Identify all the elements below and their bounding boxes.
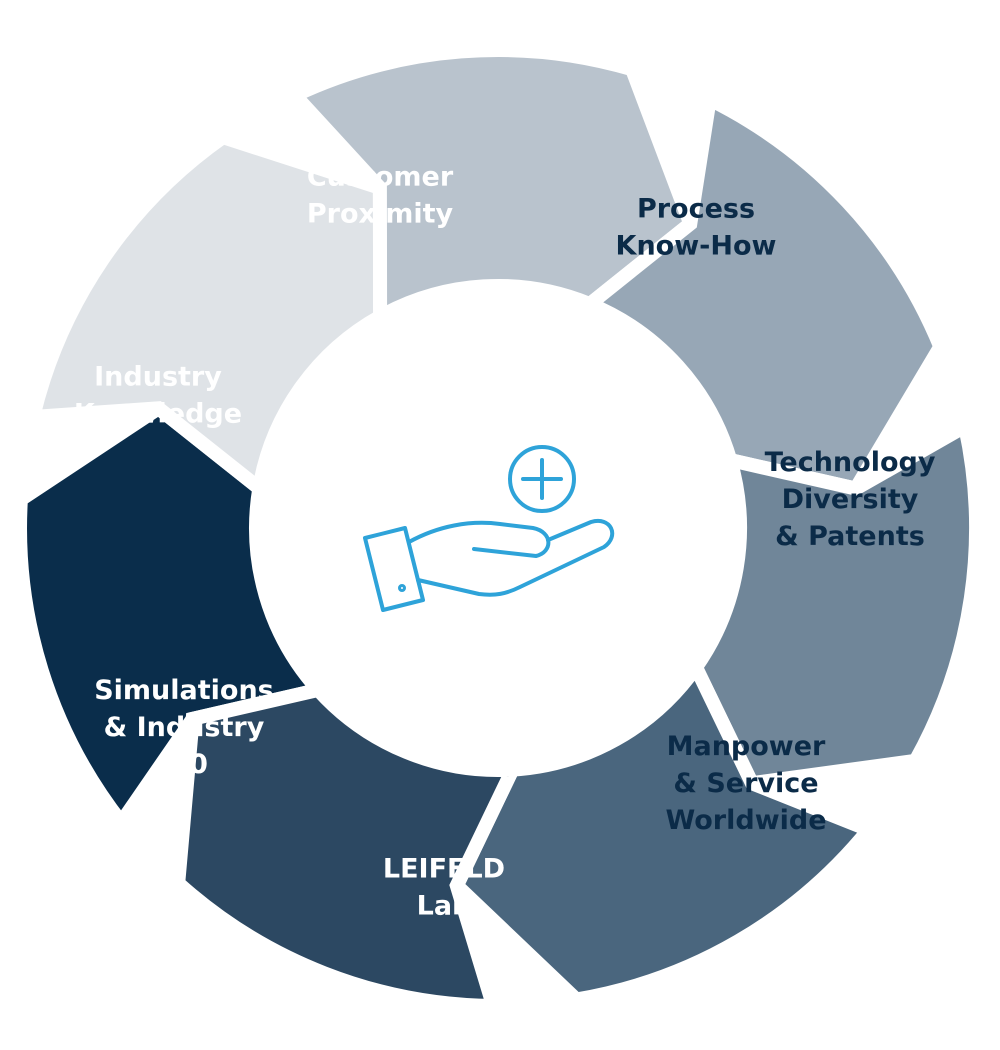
segment-label-line: Worldwide [665,805,826,836]
segment-label-line: Manpower [667,731,826,762]
segment-label-line: Know-How [616,230,777,261]
hand-with-plus-icon [363,445,615,612]
segment-label-line: Technology [765,447,936,478]
segment-label-line: Customer [307,161,454,192]
segment-label-line: & Patents [775,521,925,552]
segment-label-line: Knowledge [74,398,242,429]
segment-label-simulations-industry-4-0: Simulations & Industry 4.0 [94,675,274,780]
segment-label-leifeld-lab: LEIFELD Lab [383,853,505,921]
segment-label-line: Simulations [94,675,274,706]
segment-label-line: Proximity [307,198,454,229]
segment-label-line: LEIFELD [383,853,505,884]
center-disc [256,286,740,770]
segment-label-line: Lab [417,890,472,921]
segment-label-line: Industry [94,361,222,392]
segment-label-line: Diversity [782,484,919,515]
segment-label-line: & Industry [104,712,265,743]
segment-label-line: & Service [673,768,818,799]
segment-label-line: Process [637,193,755,224]
segment-label-line: 4.0 [160,749,208,780]
